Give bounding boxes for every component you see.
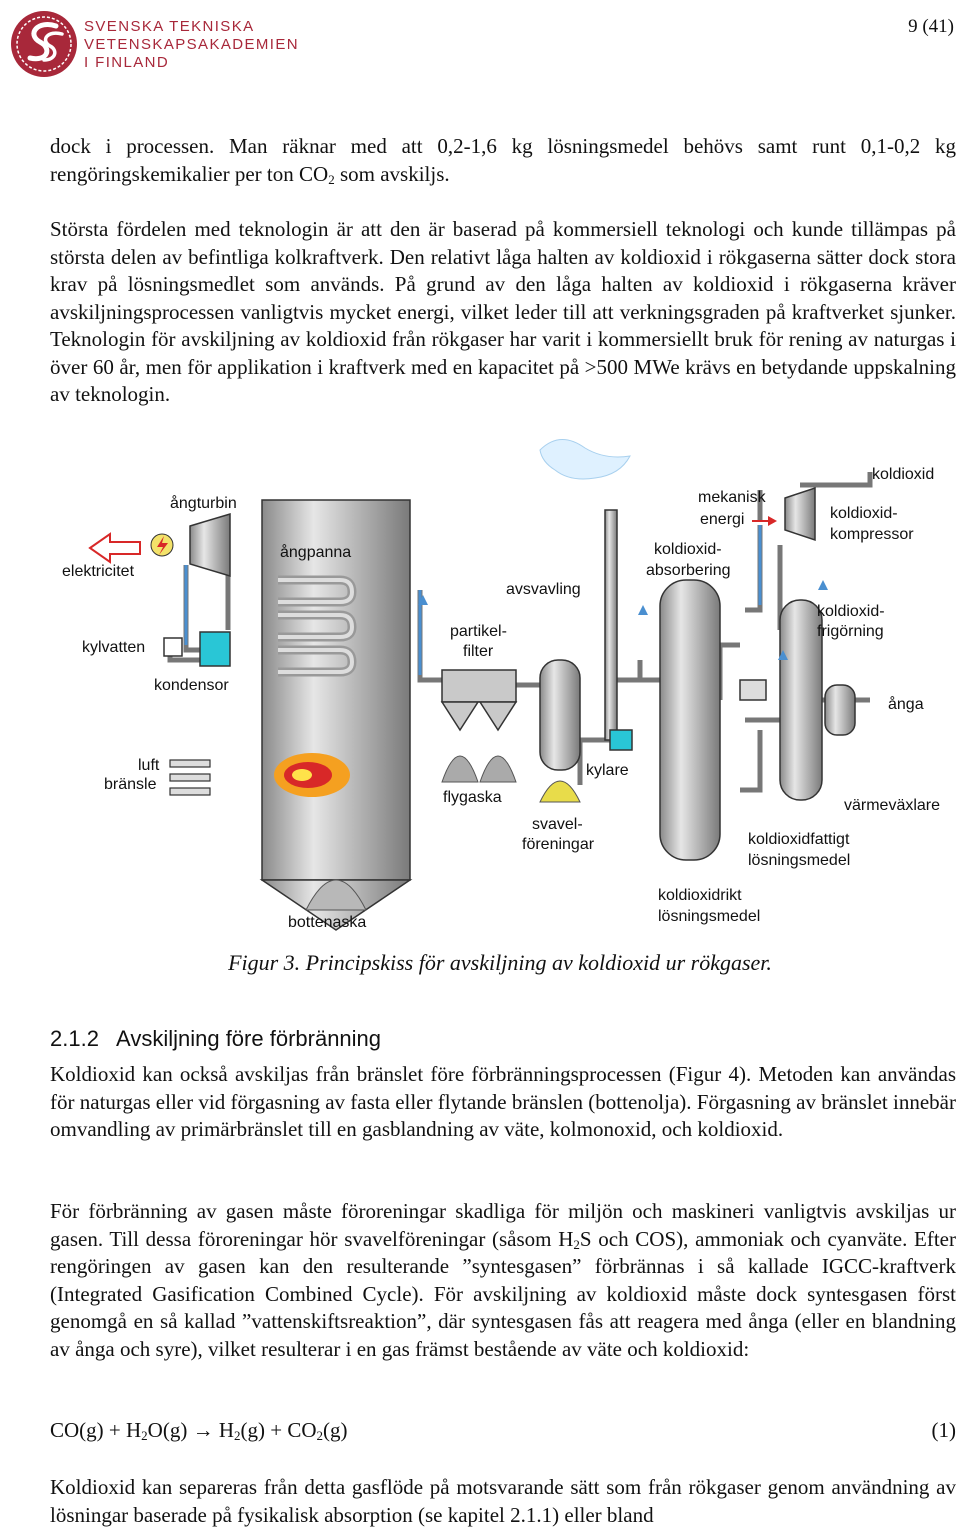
- air-fuel-inlet-icon: [169, 759, 211, 796]
- label-varmevaxlare: värmeväxlare: [844, 797, 940, 814]
- label-fattigt-2: lösningsmedel: [748, 852, 850, 869]
- label-elektricitet: elektricitet: [62, 563, 135, 580]
- paragraph-1: dock i processen. Man räknar med att 0,2…: [50, 134, 956, 187]
- chimney: [604, 509, 618, 741]
- desulfurization-vessel: [539, 659, 581, 803]
- label-rikt-1: koldioxidrikt: [658, 887, 742, 904]
- smoke-plume: [539, 439, 631, 480]
- label-avsvavling: avsvavling: [506, 581, 581, 598]
- label-kylare: kylare: [586, 762, 629, 779]
- steam-boiler: [259, 499, 413, 931]
- electricity-arrow-icon: [88, 532, 141, 564]
- label-energi: energi: [700, 511, 744, 528]
- label-kompressor-2: kompressor: [830, 526, 914, 543]
- label-bottenaska: bottenaska: [288, 914, 366, 931]
- paragraph-3: Koldioxid kan också avskiljas från bräns…: [50, 1062, 956, 1141]
- co2-absorber: [659, 579, 721, 861]
- process-diagram: elektricitet ångturbin ångpanna kylvatte…: [40, 430, 960, 950]
- co2-stripper: [739, 599, 823, 801]
- label-fattigt-1: koldioxidfattigt: [748, 831, 850, 848]
- paragraph-4: För förbränning av gasen måste förorenin…: [50, 1199, 956, 1361]
- equation-number: (1): [931, 1418, 957, 1442]
- reboiler: [824, 684, 856, 736]
- label-absorbering-1: koldioxid-: [654, 541, 722, 558]
- label-partikelfilter-1: partikel-: [450, 623, 507, 640]
- paragraph-5: Koldioxid kan separeras från detta gasfl…: [50, 1475, 956, 1527]
- label-absorbering-2: absorbering: [646, 562, 731, 579]
- label-kondensor: kondensor: [154, 677, 229, 694]
- equation-1: CO(g) + H2O(g) → H2(g) + CO2(g) (1): [50, 1418, 956, 1443]
- cooler: [609, 729, 633, 751]
- heat-exchanger-box: [739, 679, 767, 701]
- label-flygaska: flygaska: [443, 789, 502, 806]
- label-anga: ånga: [888, 695, 924, 713]
- label-luft: luft: [138, 757, 160, 774]
- condenser: [199, 631, 231, 667]
- label-kompressor-1: koldioxid-: [830, 505, 898, 522]
- academy-name-line-1: SVENSKA TEKNISKA: [84, 18, 255, 35]
- figure-caption: Figur 3. Principskiss för avskiljning av…: [228, 950, 772, 975]
- flow-arrows: [418, 580, 828, 660]
- label-frigorning-2: frigörning: [817, 623, 884, 640]
- label-svavelforeningar-1: svavel-: [532, 816, 583, 833]
- flame-icon: [274, 753, 350, 797]
- particle-filter: [440, 669, 518, 783]
- bottom-ash-pile: [305, 879, 367, 911]
- label-frigorning-1: koldioxid-: [817, 603, 885, 620]
- lightning-icon: [150, 533, 174, 557]
- label-koldioxid: koldioxid: [872, 466, 934, 483]
- academy-logo: [8, 8, 308, 80]
- label-angturbin: ångturbin: [170, 494, 237, 512]
- label-partikelfilter-2: filter: [463, 643, 494, 660]
- energy-arrow-icon: [752, 516, 777, 526]
- label-kylvatten: kylvatten: [82, 639, 145, 656]
- academy-seal-icon: [11, 11, 77, 77]
- label-rikt-2: lösningsmedel: [658, 908, 760, 925]
- academy-name-line-2: VETENSKAPSAKADEMIEN: [84, 36, 299, 53]
- steam-turbine: [189, 512, 231, 578]
- cooling-water-inlet-icon: [163, 637, 183, 657]
- paragraph-2: Största fördelen med teknologin är att d…: [50, 217, 956, 406]
- label-angpanna: ångpanna: [280, 543, 351, 561]
- label-svavelforeningar-2: föreningar: [522, 836, 595, 853]
- co2-compressor: [784, 486, 816, 542]
- label-mekanisk: mekanisk: [698, 489, 767, 506]
- academy-name-line-3: I FINLAND: [84, 54, 170, 71]
- label-bransle: bränsle: [104, 776, 157, 793]
- section-heading: 2.1.2 Avskiljning före förbränning: [50, 1026, 382, 1051]
- page-number: 9 (41): [908, 16, 954, 37]
- academy-name: SVENSKA TEKNISKA VETENSKAPSAKADEMIEN I F…: [84, 18, 299, 72]
